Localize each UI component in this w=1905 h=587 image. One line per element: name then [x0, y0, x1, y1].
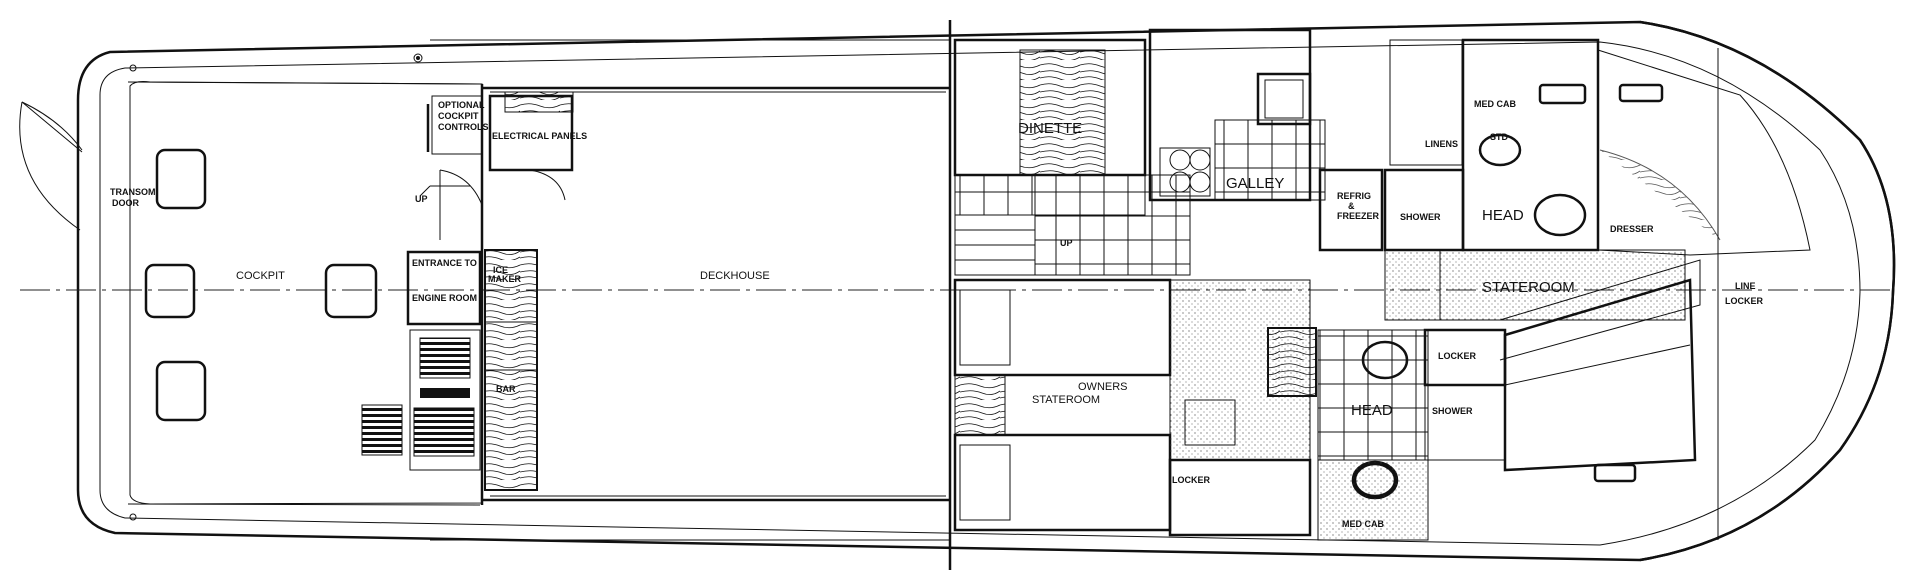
label-head-stbd: HEAD: [1482, 207, 1524, 224]
room-labels: TRANSOM DOOR COCKPIT OPTIONAL COCKPIT CO…: [110, 99, 1764, 529]
label-optional-cockpit-controls-1: OPTIONAL: [438, 100, 485, 110]
label-linens: LINENS: [1425, 139, 1458, 149]
label-cockpit: COCKPIT: [236, 270, 285, 282]
label-up-aft: UP: [415, 194, 428, 204]
label-optional-cockpit-controls-3: CONTROLS: [438, 122, 489, 132]
label-deckhouse: DECKHOUSE: [700, 270, 770, 282]
label-line-locker-1: LINE: [1735, 281, 1756, 291]
label-med-cab-port: MED CAB: [1342, 519, 1384, 529]
label-entrance-engine-room-1: ENTRANCE TO: [412, 258, 477, 268]
cockpit-hatches: [144, 148, 378, 422]
label-ice-maker-1: ICE: [493, 265, 508, 275]
label-galley: GALLEY: [1226, 175, 1284, 192]
label-dinette: DINETTE: [1018, 120, 1082, 137]
engine-room-entrance[interactable]: [406, 250, 482, 471]
label-shower-port: SHOWER: [1432, 406, 1473, 416]
cockpit-controls-area: [361, 95, 483, 456]
label-stateroom: STATEROOM: [1482, 279, 1575, 296]
deckhouse-structure: [430, 20, 952, 570]
label-med-cab-stbd: MED CAB: [1474, 99, 1516, 109]
label-shower-stbd: SHOWER: [1400, 212, 1441, 222]
label-locker-fwd: LOCKER: [1438, 351, 1477, 361]
label-std: STD: [1490, 132, 1509, 142]
label-owners-stateroom-1: OWNERS: [1078, 381, 1128, 393]
label-entrance-engine-room-2: ENGINE ROOM: [412, 293, 477, 303]
label-refrig-freezer-2: &: [1348, 201, 1355, 211]
bow-outline: [1639, 20, 1896, 562]
label-up-fwd: UP: [1060, 238, 1073, 248]
label-electrical-panels: ELECTRICAL PANELS: [492, 131, 587, 141]
label-line-locker-2: LOCKER: [1725, 296, 1764, 306]
label-locker-aft: LOCKER: [1172, 475, 1211, 485]
forward-cabin-structure: [953, 28, 1811, 541]
label-head-port: HEAD: [1351, 402, 1393, 419]
label-dresser: DRESSER: [1610, 224, 1654, 234]
label-bar: BAR: [496, 384, 516, 394]
label-ice-maker-2: MAKER: [488, 274, 521, 284]
label-refrig-freezer-3: FREEZER: [1337, 211, 1380, 221]
transom-door[interactable]: [19, 101, 83, 231]
label-transom-door-2: DOOR: [112, 198, 140, 208]
label-owners-stateroom-2: STATEROOM: [1032, 394, 1100, 406]
label-refrig-freezer-1: REFRIG: [1337, 191, 1371, 201]
label-transom-door-1: TRANSOM: [110, 187, 156, 197]
label-optional-cockpit-controls-2: COCKPIT: [438, 111, 479, 121]
